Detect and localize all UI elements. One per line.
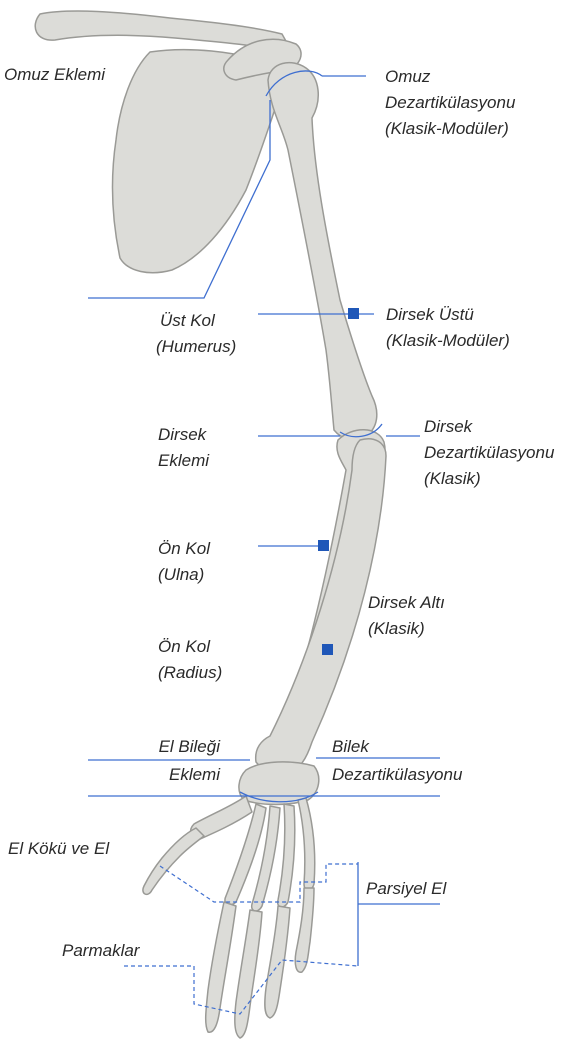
label-wrist-joint-2: Eklemi [100,764,220,785]
label-wrist-joint-1: El Bileği [100,736,220,757]
label-above-elbow-1: Dirsek Üstü [386,304,474,325]
forearm-radius-marker [322,644,333,655]
label-shoulder-disarticulation-1: Omuz [385,66,430,87]
label-forearm-radius-1: Ön Kol [158,636,210,657]
label-elbow-disarticulation-3: (Klasik) [424,468,481,489]
ring-finger-phalanges [265,906,290,1018]
middle-finger-phalanges [235,910,262,1038]
label-elbow-disarticulation-2: Dezartikülasyonu [424,442,554,463]
thumb-phalanges [143,828,204,894]
label-shoulder-joint: Omuz Eklemi [4,64,105,85]
label-below-elbow-2: (Klasik) [368,618,425,639]
forearm-ulna-marker [318,540,329,551]
label-below-elbow-1: Dirsek Altı [368,592,445,613]
metacarpal-ring [278,804,295,907]
label-partial-hand: Parsiyel El [366,878,446,899]
label-upper-arm-1: Üst Kol [160,310,215,331]
label-elbow-joint-1: Dirsek [158,424,206,445]
little-finger-phalanges [295,888,314,972]
scapula-bone [113,50,283,273]
label-above-elbow-2: (Klasik-Modüler) [386,330,510,351]
label-wrist-disarticulation-2: Dezartikülasyonu [332,764,462,785]
label-shoulder-disarticulation-2: Dezartikülasyonu [385,92,515,113]
label-elbow-joint-2: Eklemi [158,450,209,471]
bones [35,11,386,1038]
label-forearm-ulna-1: Ön Kol [158,538,210,559]
radius-bone [256,439,386,773]
label-forearm-ulna-2: (Ulna) [158,564,204,585]
label-carpal-and-hand: El Kökü ve El [8,838,109,859]
label-wrist-disarticulation-1: Bilek [332,736,369,757]
index-finger-phalanges [206,902,236,1032]
metacarpal-little [298,798,315,890]
humerus-bone [268,63,377,440]
label-fingers: Parmaklar [62,940,139,961]
label-elbow-disarticulation-1: Dirsek [424,416,472,437]
label-upper-arm-2: (Humerus) [156,336,236,357]
label-forearm-radius-2: (Radius) [158,662,222,683]
above-elbow-marker [348,308,359,319]
label-shoulder-disarticulation-3: (Klasik-Modüler) [385,118,509,139]
